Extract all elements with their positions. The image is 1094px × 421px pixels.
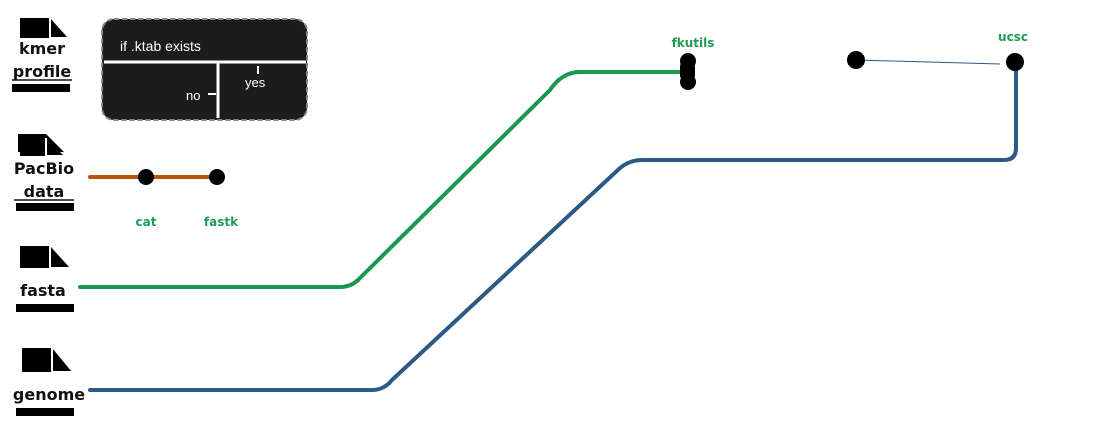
file-icon — [20, 138, 64, 156]
condition-title: if .ktab exists — [120, 38, 201, 54]
node-fkutils-bottom — [680, 74, 696, 90]
input-bar — [12, 84, 70, 92]
input-label: fasta — [20, 281, 66, 300]
ucsc-connector-line — [855, 59, 1001, 65]
input-bar — [16, 203, 74, 211]
tool-label-fastk: fastk — [204, 215, 239, 229]
input-label-line1: kmer — [19, 39, 65, 58]
input-label: genome — [13, 385, 85, 404]
input-label-line1: PacBio — [14, 159, 74, 178]
file-icon — [20, 246, 70, 268]
node-cat[interactable] — [138, 169, 154, 185]
input-kmer-profile[interactable]: kmer profile — [12, 18, 72, 92]
branch-no-label: no — [186, 88, 200, 103]
input-label-line2: profile — [13, 62, 72, 81]
tool-label-ucsc: ucsc — [998, 30, 1028, 44]
input-fasta[interactable]: fasta — [16, 246, 74, 312]
file-fold-icon — [51, 348, 72, 373]
input-bar — [16, 408, 74, 416]
node-ucsc[interactable] — [1006, 53, 1024, 71]
tool-label-fkutils: fkutils — [672, 36, 715, 50]
file-fold-icon — [49, 246, 70, 269]
input-pacbio-data[interactable]: PacBio data — [14, 134, 74, 211]
file-icon — [20, 18, 68, 38]
node-orphan[interactable] — [847, 51, 865, 69]
input-bar — [16, 304, 74, 312]
branch-yes-label: yes — [245, 75, 266, 90]
node-fkutils-top — [680, 53, 696, 69]
input-genome[interactable]: genome — [13, 348, 85, 416]
input-label-line2: data — [24, 182, 65, 201]
tool-label-cat: cat — [136, 215, 157, 229]
condition-box[interactable]: if .ktab exists no yes — [101, 18, 308, 121]
node-fkutils[interactable] — [680, 53, 696, 90]
file-fold-icon — [45, 138, 64, 157]
fasta-route-line — [78, 70, 688, 289]
file-fold-icon — [49, 18, 68, 39]
file-icon — [22, 348, 72, 372]
node-fastk[interactable] — [209, 169, 225, 185]
genome-route-line — [88, 60, 1018, 392]
condition-box-frame — [101, 18, 308, 121]
